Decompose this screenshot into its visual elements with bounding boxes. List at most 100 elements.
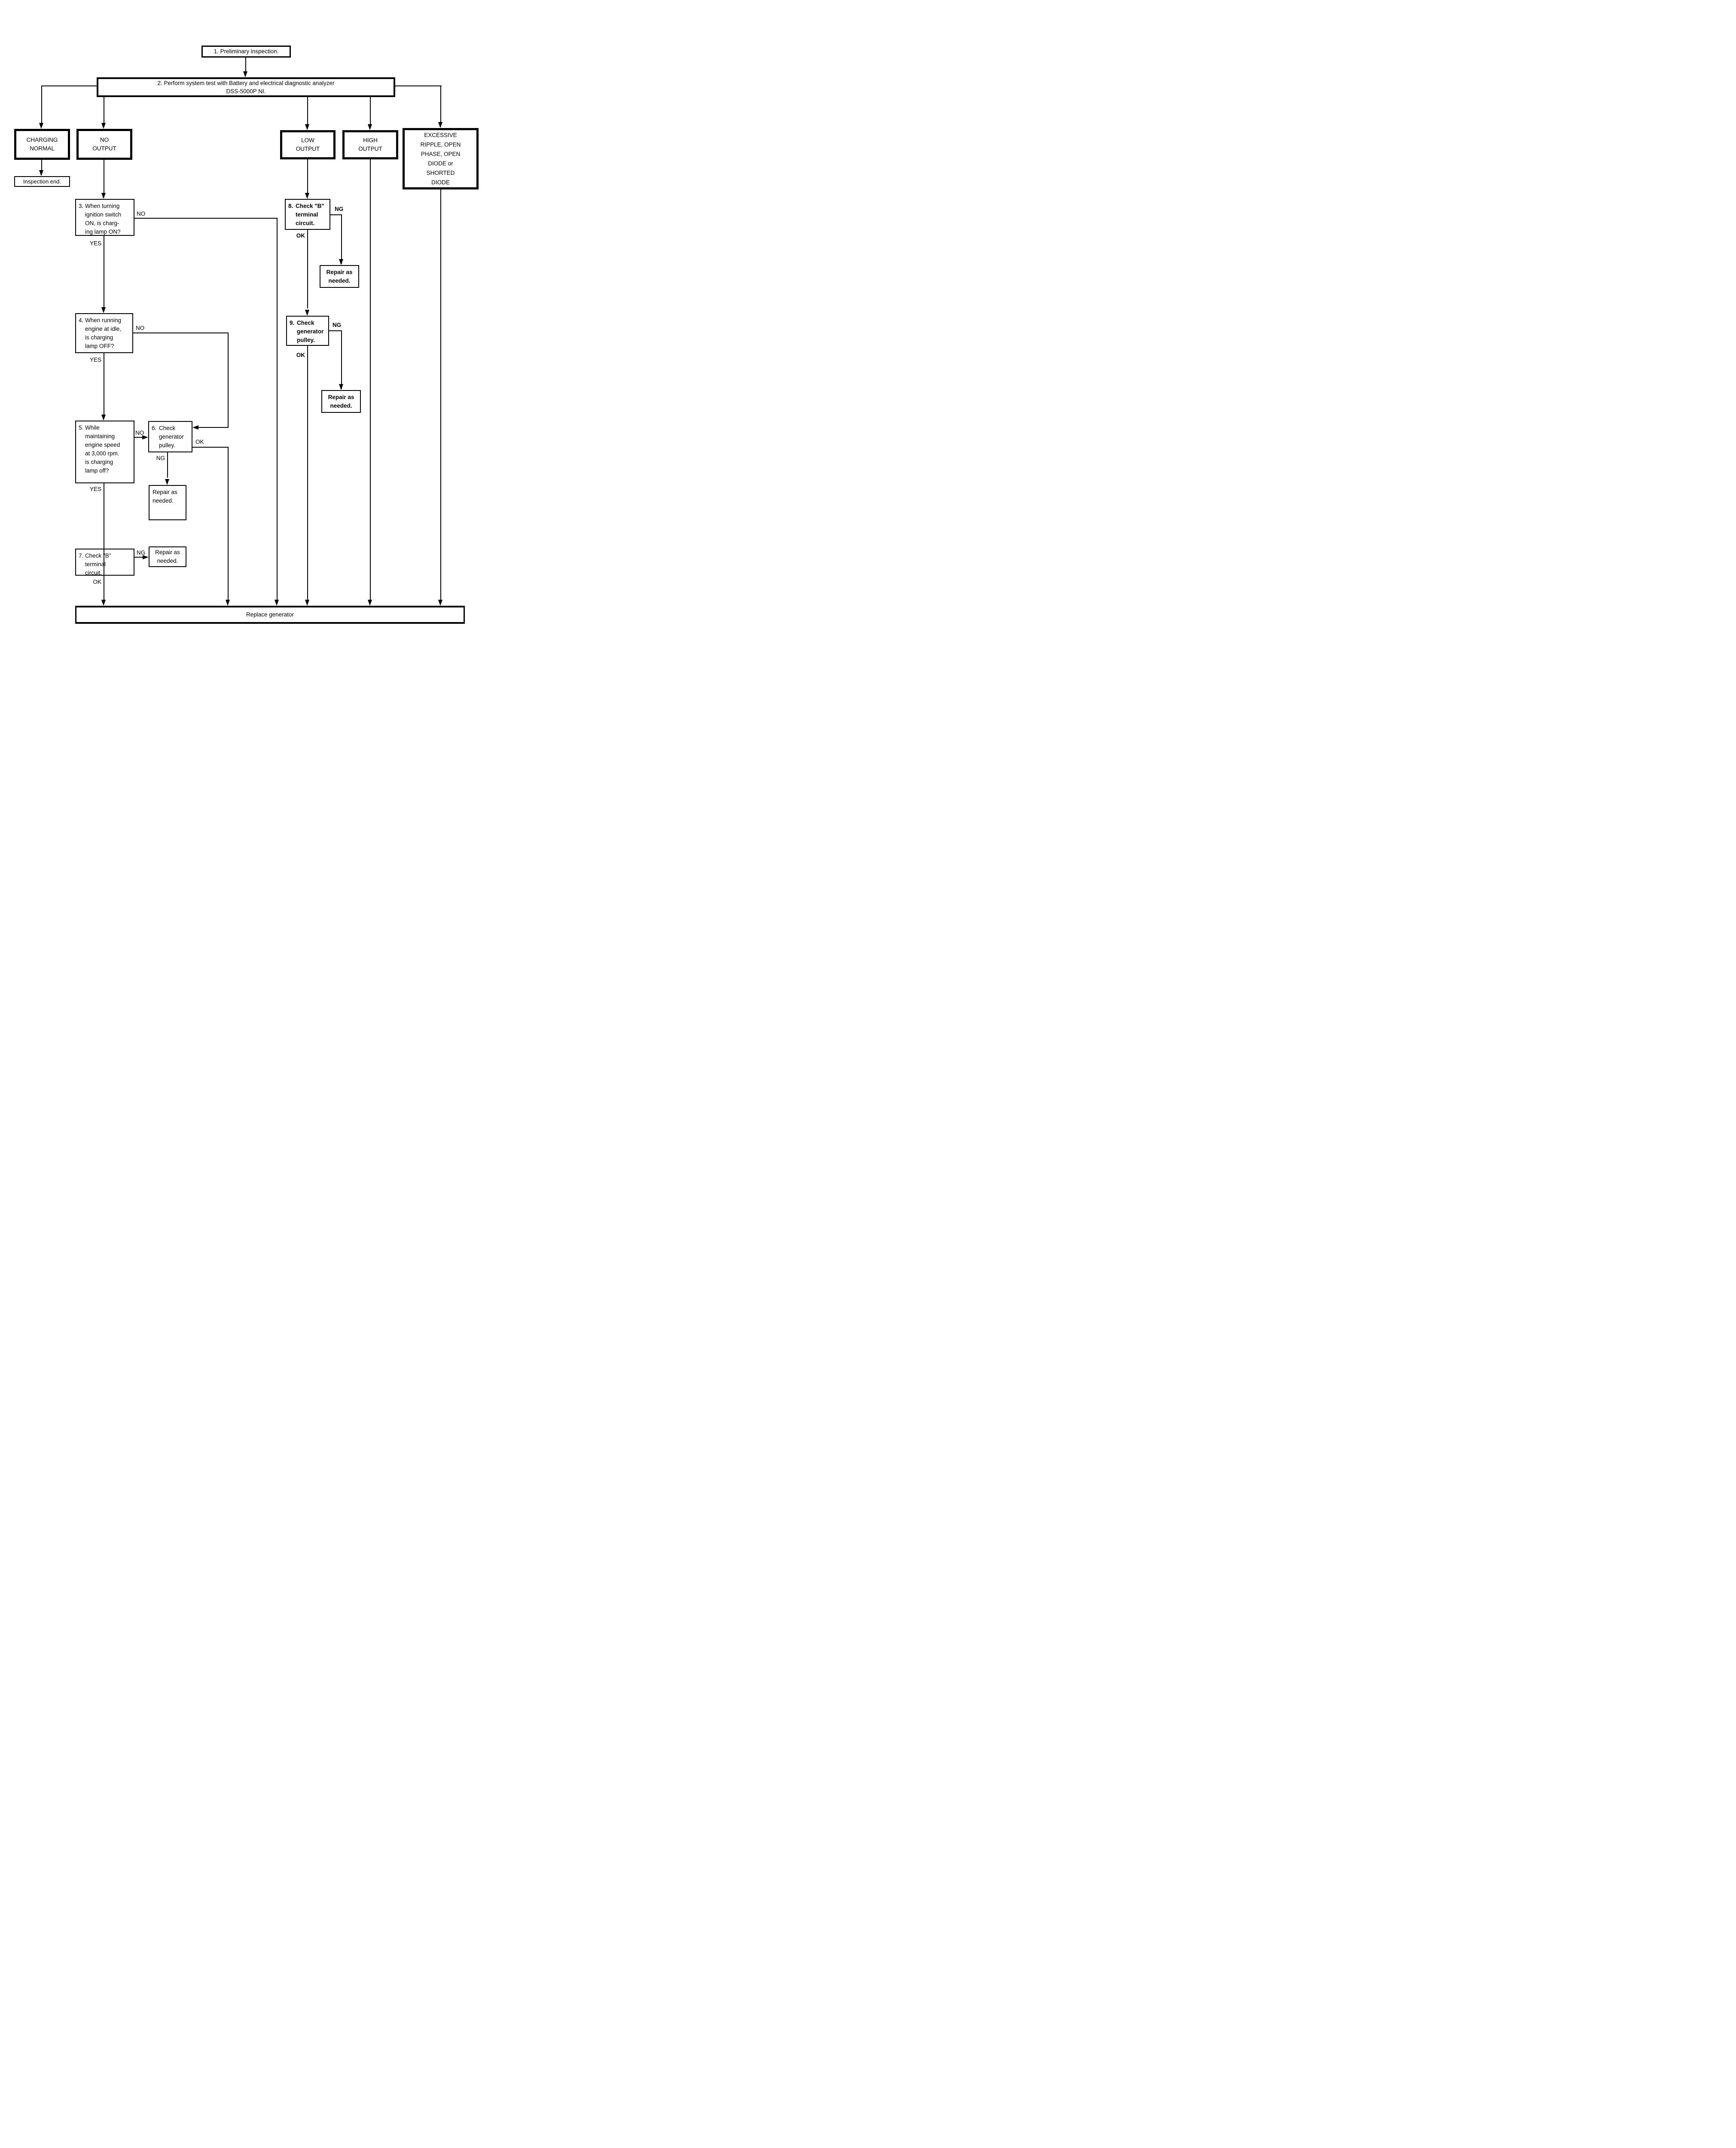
arrowhead-right-icon — [143, 555, 149, 559]
outcome-low-output: LOW OUTPUT — [280, 130, 336, 159]
connector-line — [440, 85, 441, 123]
step2-line1: 2. Perform system test with Battery and … — [157, 80, 335, 86]
arrowhead-down-icon — [305, 310, 309, 316]
connector-line — [192, 447, 228, 448]
step6-text: Check generator pulley. — [159, 425, 184, 449]
arrowhead-down-icon — [39, 170, 43, 176]
step5-box: 5. While maintaining engine speed at 3,0… — [75, 421, 134, 483]
step2-box: 2. Perform system test with Battery and … — [97, 77, 395, 97]
step9-number: 9. — [290, 320, 295, 326]
arrowhead-down-icon — [165, 479, 169, 485]
arrowhead-down-icon — [339, 259, 343, 265]
arrowhead-down-icon — [226, 600, 230, 606]
arrowhead-left-icon — [192, 425, 198, 430]
arrowhead-right-icon — [142, 435, 148, 439]
repair-box-step9: Repair as needed. — [321, 390, 361, 413]
step2-line2: DSS-5000P NI. — [226, 88, 266, 95]
step9-box: 9. Check generator pulley. — [286, 316, 329, 346]
label-ng-step8: NG — [335, 206, 344, 212]
outcome-no-output: NO OUTPUT — [76, 129, 132, 160]
label-ok-step9: OK — [296, 352, 305, 358]
connector-line — [134, 437, 143, 438]
connector-line — [307, 229, 308, 308]
connector-line — [277, 218, 278, 601]
flowchart-canvas: 1. Preliminary inspection. 2. Perform sy… — [0, 0, 495, 670]
connector-line — [198, 427, 229, 428]
label-ng-step7: NG — [137, 549, 146, 556]
connector-line — [341, 330, 342, 389]
outcome-high-output: HIGH OUTPUT — [342, 130, 398, 159]
repair-box-step7: Repair as needed. — [149, 546, 186, 567]
arrowhead-down-icon — [305, 124, 309, 130]
step1-box: 1. Preliminary inspection. — [201, 46, 291, 58]
arrowhead-down-icon — [243, 71, 247, 77]
label-ng-step9: NG — [333, 322, 342, 328]
connector-line — [370, 96, 371, 125]
label-ok-step6: OK — [195, 439, 204, 445]
connector-line — [41, 85, 42, 124]
step4-text: When running engine at idle, is charging… — [85, 317, 122, 349]
label-no-step5: NO — [135, 430, 144, 436]
arrowhead-down-icon — [368, 600, 372, 606]
arrowhead-down-icon — [438, 600, 442, 606]
arrowhead-down-icon — [438, 122, 442, 128]
step6-box: 6. Check generator pulley. — [148, 421, 192, 452]
arrowhead-down-icon — [101, 415, 106, 421]
outcome-charging-normal: CHARGING NORMAL — [14, 129, 70, 160]
label-ng-step6: NG — [156, 455, 165, 461]
label-no-step4: NO — [136, 325, 145, 331]
connector-line — [394, 85, 442, 86]
step8-box: 8. Check "B" terminal circuit. — [285, 199, 330, 230]
connector-line — [42, 85, 97, 86]
step7-box: 7. Check "B" terminal circuit. — [75, 549, 134, 576]
label-ok-step7: OK — [93, 579, 101, 585]
connector-line — [330, 214, 342, 215]
replace-generator-bar: Replace generator — [75, 606, 465, 624]
step6-number: 6. — [152, 425, 157, 431]
label-yes-step5: YES — [89, 486, 101, 492]
connector-line — [329, 330, 342, 331]
arrowhead-down-icon — [305, 600, 309, 606]
arrowhead-down-icon — [305, 193, 309, 199]
connector-line — [167, 452, 168, 478]
label-yes-step4: YES — [89, 357, 101, 363]
connector-line — [370, 159, 371, 601]
label-no-step3: NO — [137, 211, 146, 217]
arrowhead-down-icon — [275, 600, 279, 606]
connector-line — [440, 189, 441, 601]
connector-line — [134, 557, 143, 558]
arrowhead-down-icon — [101, 307, 106, 313]
step3-box: 3. When turning ignition switch ON, is c… — [75, 199, 134, 236]
label-ok-step8: OK — [296, 232, 305, 239]
connector-line — [228, 447, 229, 601]
inspection-end-box: Inspection end. — [14, 176, 70, 187]
arrowhead-down-icon — [101, 193, 106, 199]
arrowhead-down-icon — [101, 600, 106, 606]
connector-line — [307, 96, 308, 125]
connector-line — [134, 218, 278, 219]
outcome-excessive: EXCESSIVE RIPPLE, OPEN PHASE, OPEN DIODE… — [403, 128, 479, 189]
arrowhead-down-icon — [39, 123, 43, 129]
connector-line — [307, 345, 308, 601]
step3-number: 3. — [79, 203, 84, 209]
step5-number: 5. — [79, 424, 84, 431]
repair-box-step6: Repair as needed. — [149, 485, 186, 520]
arrowhead-down-icon — [101, 123, 106, 129]
connector-line — [341, 214, 342, 264]
step5-text: While maintaining engine speed at 3,000 … — [85, 424, 120, 474]
step4-number: 4. — [79, 317, 84, 323]
step8-number: 8. — [288, 203, 293, 209]
step7-text: Check "B" terminal circuit. — [85, 552, 111, 576]
repair-box-step8: Repair as needed. — [320, 265, 359, 288]
step8-text: Check "B" terminal circuit. — [296, 203, 324, 226]
arrowhead-down-icon — [339, 384, 343, 390]
step3-text: When turning ignition switch ON, is char… — [85, 203, 122, 235]
connector-line — [41, 159, 42, 171]
step7-number: 7. — [79, 552, 84, 559]
connector-line — [245, 58, 246, 72]
step4-box: 4. When running engine at idle, is charg… — [75, 313, 133, 353]
connector-line — [228, 333, 229, 428]
connector-line — [307, 159, 308, 194]
label-yes-step3: YES — [89, 240, 101, 247]
step9-text: Check generator pulley. — [297, 320, 324, 343]
